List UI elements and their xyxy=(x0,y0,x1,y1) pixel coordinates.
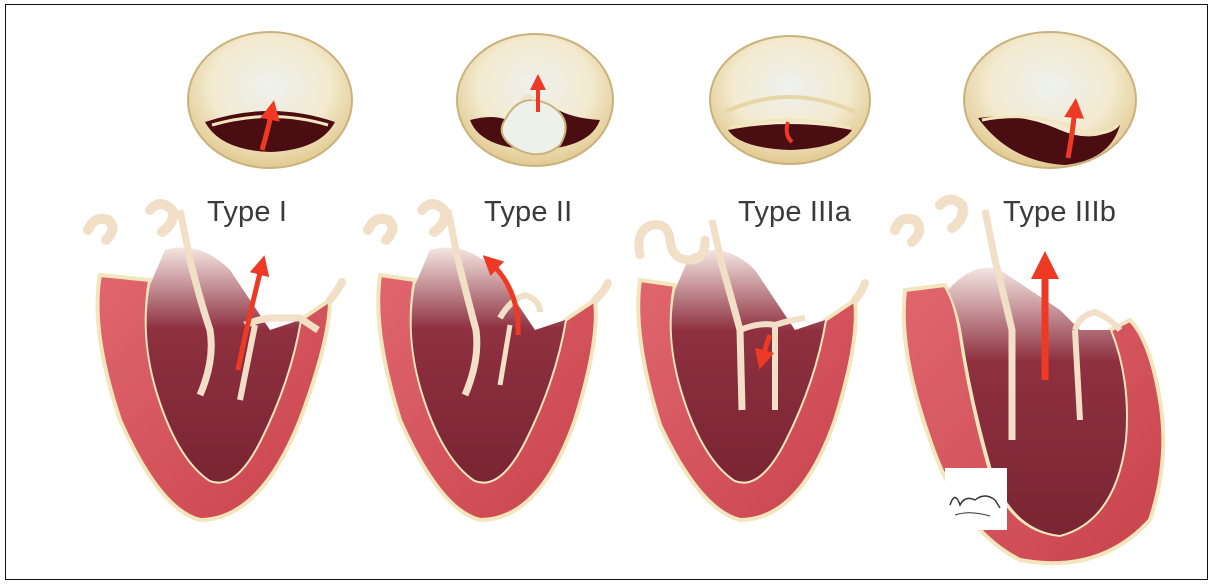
panel-type-3a xyxy=(638,36,870,520)
heart-type-3a xyxy=(638,220,865,520)
heart-type-1 xyxy=(88,204,342,520)
valve-type-3a xyxy=(710,36,870,164)
panel-type-1 xyxy=(88,32,352,520)
panel-type-2 xyxy=(368,34,613,520)
artist-signature xyxy=(945,468,1007,530)
heart-type-2 xyxy=(368,204,608,520)
label-type-2: Type II xyxy=(484,196,572,229)
valve-type-2 xyxy=(457,34,613,166)
valve-type-3b xyxy=(964,32,1136,168)
label-type-3b: Type IIIb xyxy=(1003,196,1116,229)
panel-type-3b xyxy=(895,32,1163,563)
label-type-3a: Type IIIa xyxy=(738,196,851,229)
label-type-1: Type I xyxy=(207,196,287,229)
valve-type-1 xyxy=(188,32,352,168)
heart-type-3b xyxy=(895,200,1163,564)
